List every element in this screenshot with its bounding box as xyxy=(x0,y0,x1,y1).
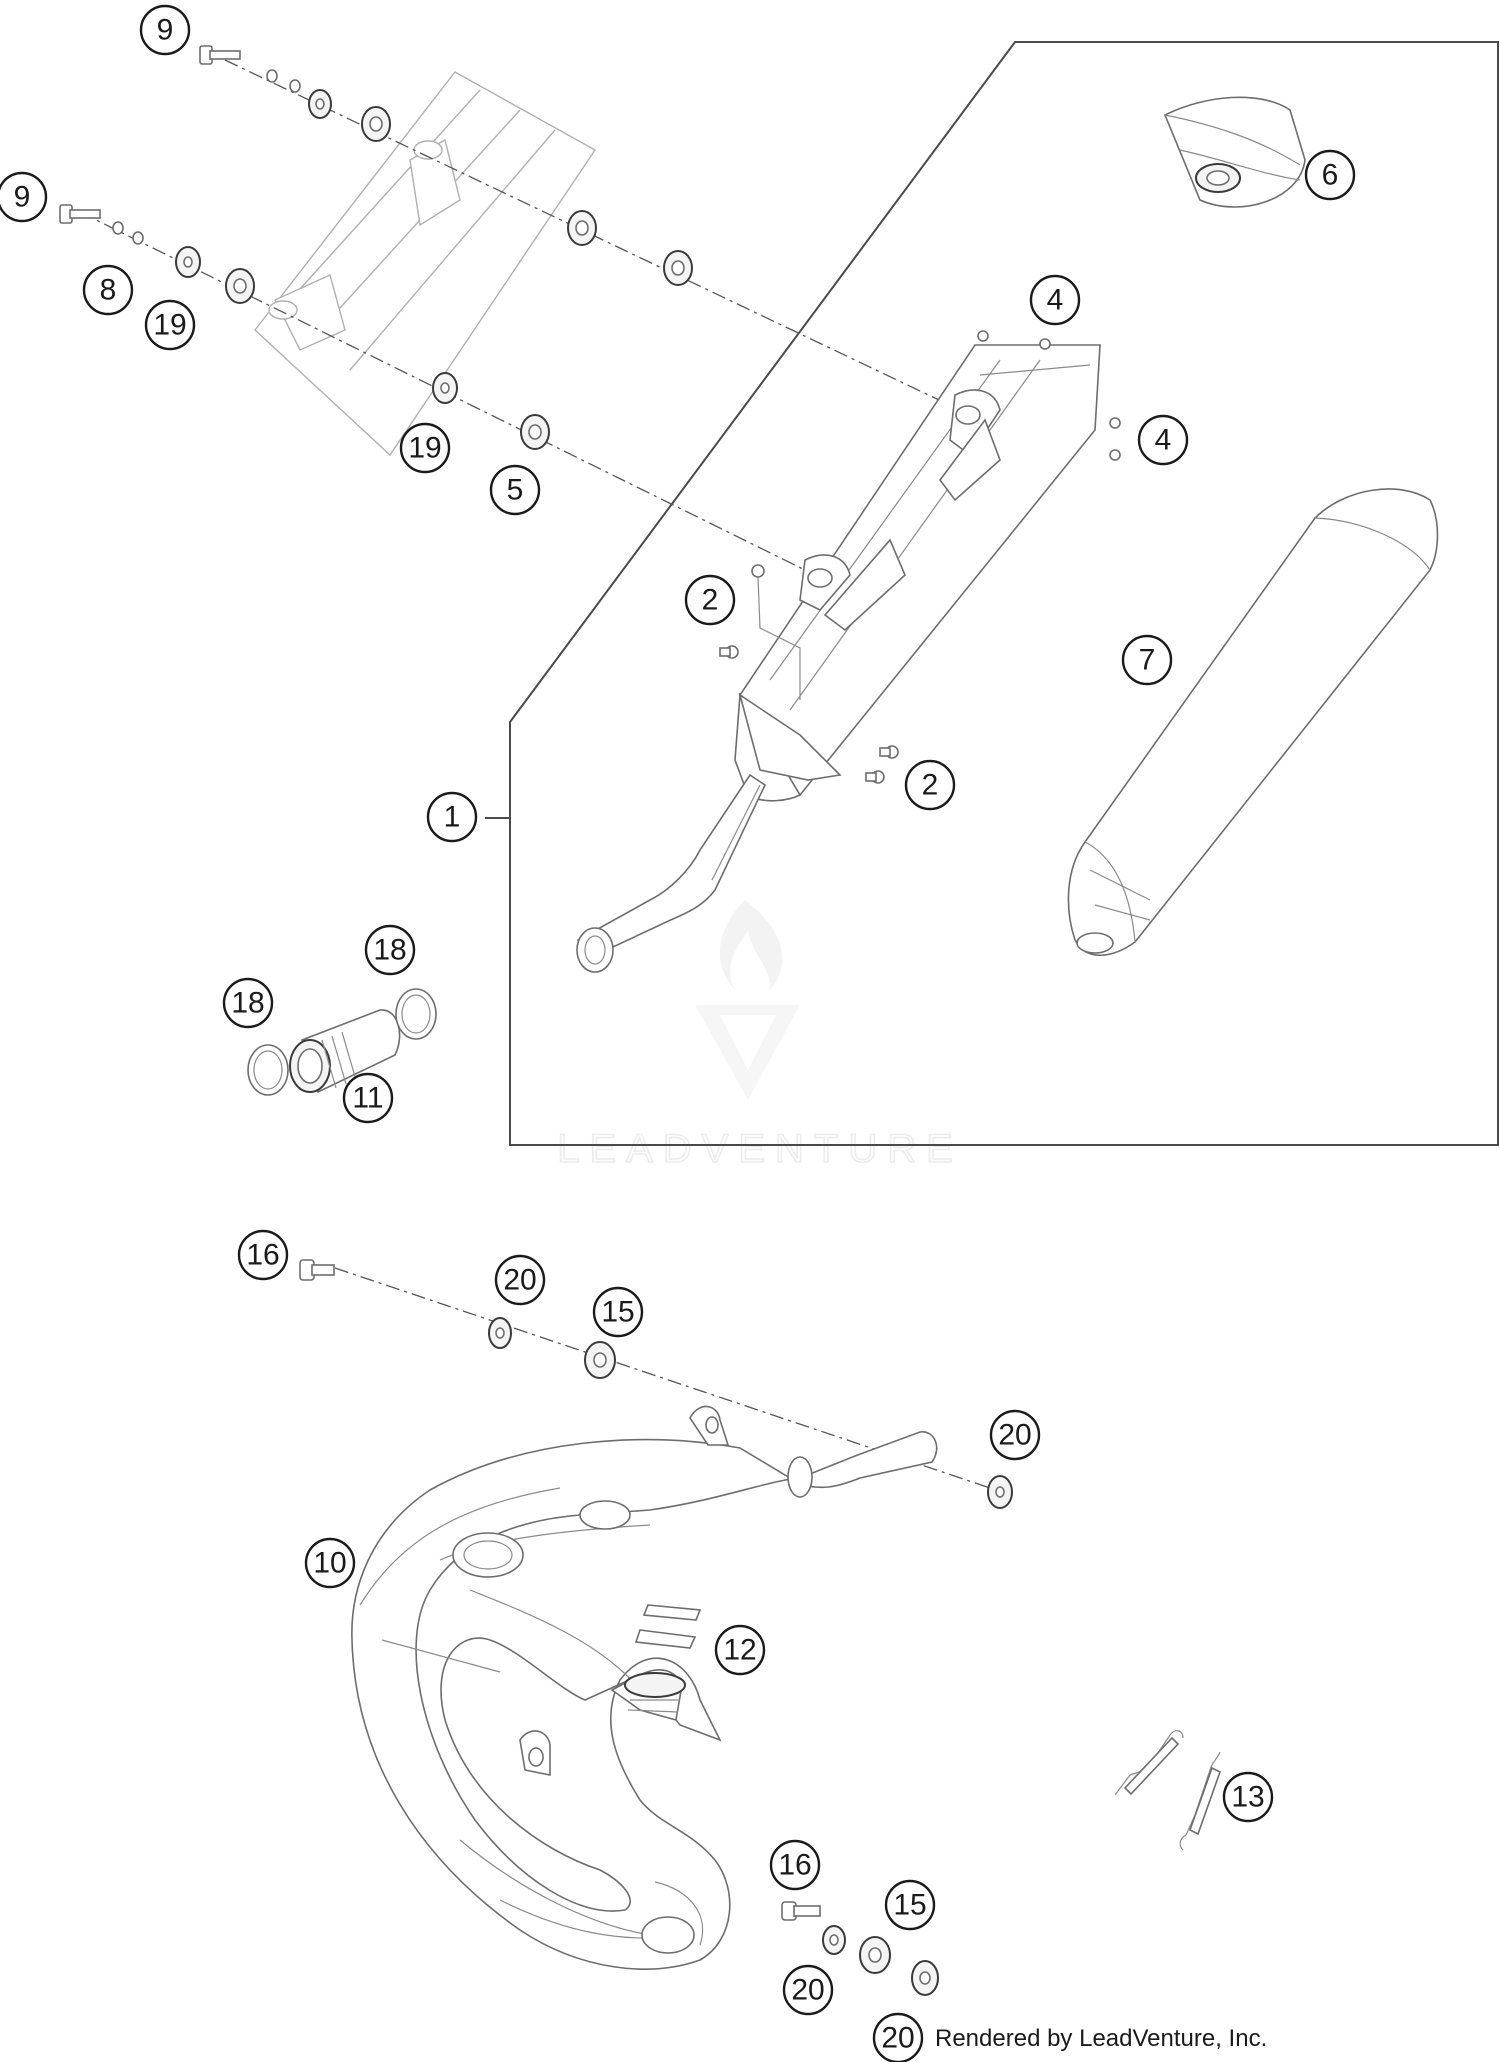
exhaust-gaskets xyxy=(634,1604,702,1649)
grommet-upper-left xyxy=(361,106,391,142)
exhaust-pipe xyxy=(351,1405,938,1970)
svg-text:15: 15 xyxy=(893,1889,926,1922)
render-credit: Rendered by LeadVenture, Inc. xyxy=(935,2025,1267,2052)
small-ring-lower xyxy=(112,221,144,245)
callout-9-upper: 9 xyxy=(139,4,191,56)
bolt-upper xyxy=(199,45,241,65)
svg-text:20: 20 xyxy=(881,2022,914,2055)
svg-text:1: 1 xyxy=(444,801,461,834)
svg-text:20: 20 xyxy=(791,1974,824,2007)
callout-5: 5 xyxy=(489,464,541,516)
watermark-text: LEADVENTURE xyxy=(557,1127,963,1171)
callout-13: 13 xyxy=(1222,1771,1274,1823)
small-ring-upper xyxy=(266,69,301,93)
callout-11: 11 xyxy=(342,1072,394,1124)
callout-2-lower: 2 xyxy=(904,759,956,811)
callout-1: 1 xyxy=(426,791,478,843)
washer-upper-left xyxy=(308,89,332,119)
washer-rear-far xyxy=(987,1475,1013,1509)
svg-text:4: 4 xyxy=(1047,284,1064,317)
washer-lower-left xyxy=(175,246,201,278)
callout-18-right: 18 xyxy=(364,924,416,976)
svg-text:20: 20 xyxy=(503,1264,536,1297)
callout-12: 12 xyxy=(714,1624,766,1676)
callout-18-left: 18 xyxy=(222,977,274,1029)
grommet-lower-mid xyxy=(520,414,550,450)
o-ring-left xyxy=(247,1044,289,1096)
silencer-end-cap xyxy=(1163,96,1306,208)
svg-text:15: 15 xyxy=(601,1296,634,1329)
silencer-outer-shell xyxy=(1067,488,1439,956)
callout-4-top: 4 xyxy=(1029,274,1081,326)
svg-text:11: 11 xyxy=(352,1082,383,1115)
callout-20-bottom-left: 20 xyxy=(782,1964,834,2016)
callout-7: 7 xyxy=(1121,634,1173,686)
svg-text:18: 18 xyxy=(231,987,264,1020)
washer-bottom-right xyxy=(911,1960,939,1996)
callout-15-upper: 15 xyxy=(592,1286,644,1338)
callout-16-upper: 16 xyxy=(237,1229,289,1281)
washer-rear-20 xyxy=(488,1317,512,1349)
svg-text:18: 18 xyxy=(373,934,406,967)
svg-text:4: 4 xyxy=(1155,424,1172,457)
bolt-rear-lower xyxy=(781,1901,821,1921)
svg-text:6: 6 xyxy=(1322,159,1339,192)
callout-20-upper: 20 xyxy=(494,1254,546,1306)
svg-text:19: 19 xyxy=(153,309,186,342)
svg-text:2: 2 xyxy=(922,769,939,802)
svg-text:12: 12 xyxy=(723,1634,756,1667)
svg-text:10: 10 xyxy=(313,1547,346,1580)
svg-text:16: 16 xyxy=(778,1849,811,1882)
frame-tube-reference xyxy=(254,71,597,457)
grommet-lower-left xyxy=(225,268,255,304)
o-ring-right xyxy=(395,988,437,1040)
screws-lower-2 xyxy=(865,745,899,784)
callout-4-side: 4 xyxy=(1137,414,1189,466)
screws-upper-2 xyxy=(719,564,801,700)
grommet-upper-right xyxy=(663,250,693,286)
bolt-lower xyxy=(59,204,101,224)
callout-20-right: 20 xyxy=(989,1409,1041,1461)
screws-top xyxy=(977,330,1051,350)
svg-text:7: 7 xyxy=(1139,644,1156,677)
svg-text:5: 5 xyxy=(507,474,524,507)
callout-16-lower: 16 xyxy=(769,1839,821,1891)
svg-text:9: 9 xyxy=(157,14,174,47)
svg-text:20: 20 xyxy=(998,1419,1031,1452)
callout-19-left: 19 xyxy=(144,299,196,351)
callout-20-bottom: 20 xyxy=(872,2012,924,2062)
callout-6: 6 xyxy=(1304,149,1356,201)
exhaust-springs xyxy=(1114,1730,1221,1851)
leadventure-watermark-logo: LEADVENTURE xyxy=(556,900,963,1172)
washer-lower-mid xyxy=(432,372,458,404)
svg-text:8: 8 xyxy=(100,274,117,307)
svg-text:19: 19 xyxy=(408,432,441,465)
grommet-rear-15 xyxy=(584,1341,616,1379)
callout-2-upper: 2 xyxy=(684,574,736,626)
callout-9-lower: 9 xyxy=(0,171,48,223)
svg-text:2: 2 xyxy=(702,584,719,617)
svg-text:9: 9 xyxy=(14,181,31,214)
svg-text:16: 16 xyxy=(246,1239,279,1272)
connection-sleeve xyxy=(289,1009,401,1094)
callout-15-lower: 15 xyxy=(884,1879,936,1931)
washer-bottom-left xyxy=(822,1925,846,1955)
callout-10: 10 xyxy=(304,1537,356,1589)
screws-side xyxy=(1109,417,1121,461)
callout-19-mid: 19 xyxy=(399,422,451,474)
grommet-bottom xyxy=(859,1936,891,1974)
callout-8: 8 xyxy=(82,264,134,316)
grommet-upper-mid xyxy=(567,210,597,246)
bolt-rear-upper xyxy=(299,1259,335,1281)
silencer-assembly-frame xyxy=(509,41,1499,1146)
silencer-inner-assembly xyxy=(576,344,1101,973)
svg-text:13: 13 xyxy=(1231,1781,1264,1814)
